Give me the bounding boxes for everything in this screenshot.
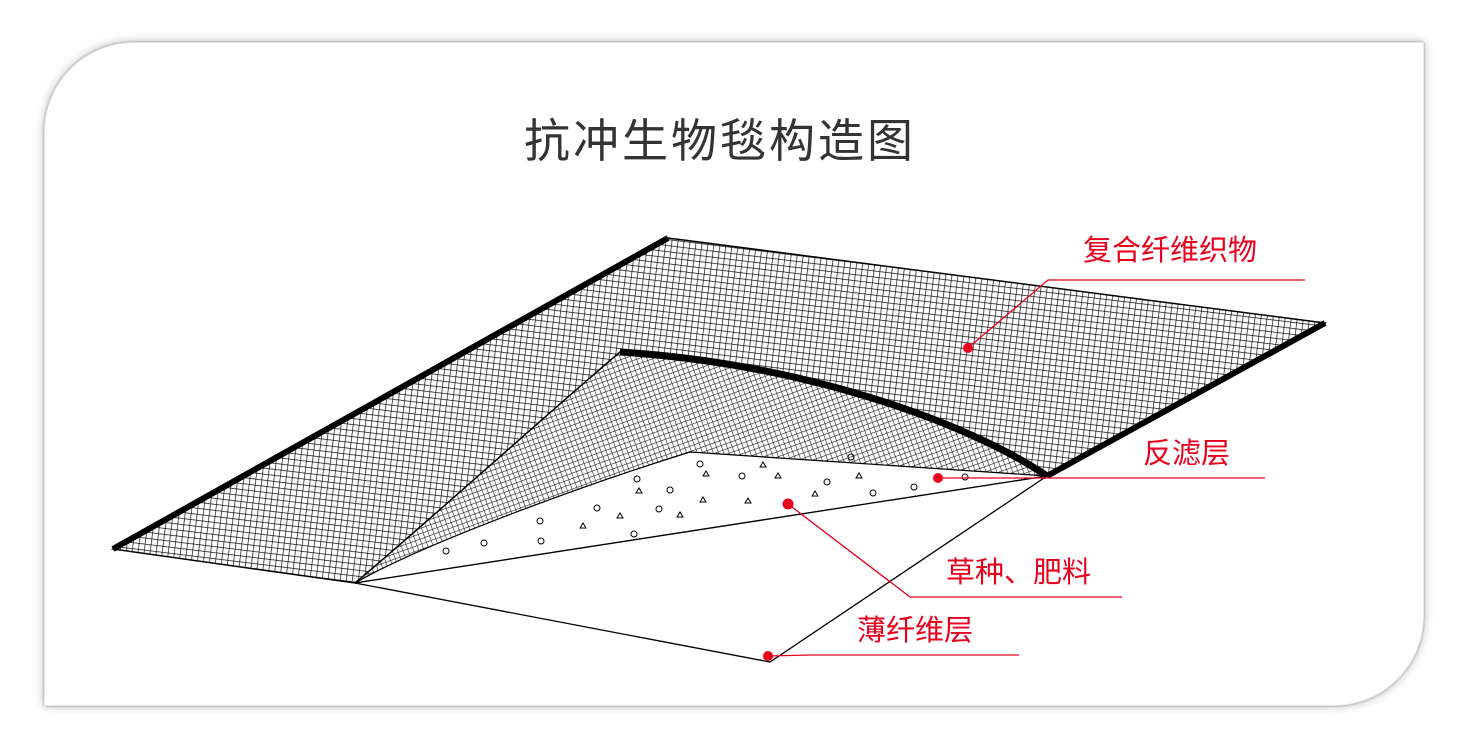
leader-composite-fabric — [967, 279, 1305, 349]
thin-fiber-layer — [354, 475, 1048, 663]
dot-filter-layer — [933, 473, 943, 483]
dot-seed-fertilizer — [782, 498, 794, 510]
diagram-title: 抗冲生物毯构造图 — [524, 114, 916, 168]
seed-fertilizer-layer — [354, 451, 1048, 584]
label-filter-layer: 反滤层 — [1143, 436, 1231, 470]
leader-thin-fiber — [767, 654, 1019, 657]
dot-composite-fabric — [963, 343, 973, 353]
dot-thin-fiber — [763, 651, 773, 661]
leader-dots — [763, 343, 973, 661]
label-composite-fabric: 复合纤维织物 — [1083, 233, 1258, 267]
leader-seed-fertilizer — [787, 503, 1122, 598]
label-thin-fiber-layer: 薄纤维层 — [857, 613, 974, 647]
label-seed-fertilizer: 草种、肥料 — [946, 555, 1092, 589]
leader-lines — [767, 279, 1305, 657]
